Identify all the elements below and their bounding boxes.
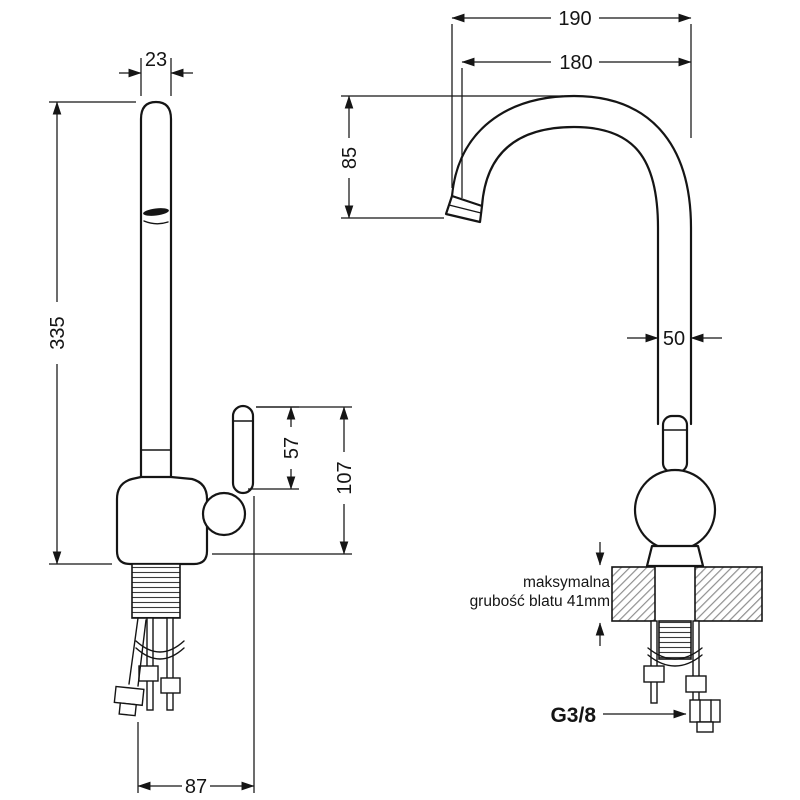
aerator-face-line	[448, 204, 482, 214]
aerator-line	[143, 220, 169, 225]
front-view: 190 180 85 50 maksymalna	[338, 7, 763, 733]
mounting-stud	[166, 617, 174, 711]
countertop	[611, 566, 763, 622]
dimension-column-width: 50	[627, 327, 722, 350]
fixing-nut	[643, 665, 665, 683]
label-mask	[551, 51, 599, 73]
faucet-front-outline	[444, 94, 717, 568]
label-mask	[551, 7, 599, 29]
thread-connector-nut	[689, 699, 721, 723]
label-mask	[46, 302, 68, 364]
countertop-hatch-right	[694, 566, 763, 622]
fixing-nut	[160, 677, 181, 694]
thread-size-callout: G3/8	[550, 704, 687, 727]
hose-connector	[113, 685, 145, 717]
lever-joint	[201, 491, 247, 537]
mounting-hardware-front	[643, 620, 721, 733]
dimension-spout-width: 23	[119, 49, 193, 96]
spout-tube	[139, 100, 173, 479]
dimension-label-spout-width: 23	[145, 49, 167, 71]
faucet-side-outline	[115, 100, 255, 566]
threaded-shank-side	[131, 563, 181, 619]
dimension-label-base-depth: 87	[185, 776, 207, 798]
label-mask	[660, 327, 689, 349]
fixing-nut	[685, 675, 707, 693]
dimension-body-height: 107	[212, 406, 356, 555]
dimension-total-height: 335	[46, 101, 136, 565]
base-flange	[645, 544, 705, 568]
lever-handle-front	[661, 414, 689, 474]
dimension-label-column-width: 50	[663, 328, 685, 350]
mounting-stud	[650, 620, 658, 704]
thread-connector-tip	[696, 721, 714, 733]
hose-connector-tip	[118, 702, 137, 717]
dimension-lever-height: 57	[248, 406, 303, 490]
dimension-base-depth: 87	[137, 496, 255, 798]
label-mask	[182, 775, 210, 797]
dimension-label-total-height: 335	[47, 316, 69, 349]
countertop-thickness-note: maksymalna grubość blatu 41mm	[470, 542, 610, 646]
spout-arc-inner	[480, 125, 660, 426]
mixer-body-front	[633, 468, 717, 552]
dimension-spout-reach: 180	[461, 51, 692, 198]
label-mask	[338, 138, 360, 178]
counter-note-line2: grubość blatu 41mm	[470, 593, 610, 610]
dimension-label-body-height: 107	[334, 461, 356, 494]
mounting-stud	[146, 617, 154, 711]
spout-arc-outer	[450, 94, 693, 426]
dimension-label-overall-width: 190	[558, 8, 591, 30]
dimension-label-spout-reach: 180	[559, 52, 592, 74]
label-mask	[333, 452, 355, 504]
fixing-nut	[138, 665, 159, 682]
aerator-slot	[143, 208, 169, 216]
mounting-hardware-side	[113, 617, 185, 717]
clamp-bracket	[647, 647, 703, 667]
countertop-hatch-left	[611, 566, 656, 622]
dimension-label-arc-height: 85	[339, 147, 361, 169]
thread-connector	[689, 699, 721, 733]
supply-hose	[128, 617, 147, 687]
dimension-overall-width: 190	[451, 7, 692, 188]
label-mask	[280, 427, 302, 469]
dimension-label-lever-height: 57	[281, 437, 303, 459]
counter-note-line1: maksymalna	[523, 574, 610, 591]
thread-size-label: G3/8	[550, 704, 596, 727]
threaded-shank-front	[658, 620, 692, 660]
mixer-body-side	[115, 475, 209, 566]
clamp-bracket	[135, 640, 185, 660]
dimension-arc-height: 85	[338, 95, 563, 219]
lever-handle-side	[231, 404, 255, 495]
hose-connector-nut	[113, 685, 145, 707]
side-view: 23 335 57 107	[46, 49, 356, 798]
